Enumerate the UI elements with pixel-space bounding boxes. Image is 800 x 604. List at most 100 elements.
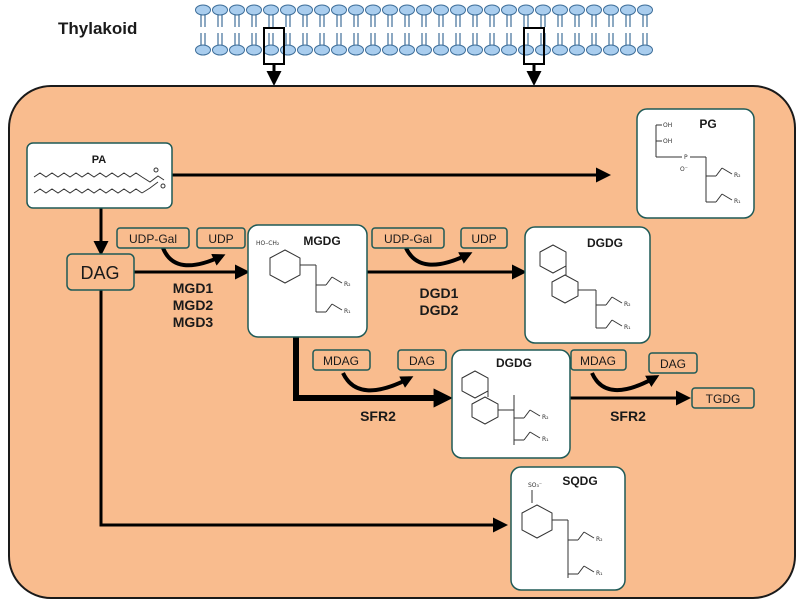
lipid-head-outer [348, 4, 364, 16]
cofactor-udp-gal-2: UDP-Gal [371, 227, 445, 249]
sqdg-r2: R₂ [596, 536, 603, 543]
arrow-mgdg-to-dgdg-sfr2 [293, 337, 453, 408]
lipid-head-inner [467, 44, 483, 56]
lipid-head-outer [195, 4, 211, 16]
cofactor-mdag-1-label: MDAG [323, 354, 359, 368]
dag-label: DAG [80, 263, 119, 283]
lipid-head-outer [365, 4, 381, 16]
lipid-head-inner [603, 44, 619, 56]
cofactor-udp-1: UDP [196, 227, 246, 249]
lipid-head-outer [535, 4, 551, 16]
lipid-head-inner [501, 44, 517, 56]
pathway-arrows [93, 167, 691, 533]
lipid-head-outer [280, 4, 296, 16]
lipid-head-inner [620, 44, 636, 56]
pg-oh-2: OH [663, 138, 672, 145]
lipid-head-outer [637, 4, 653, 16]
lipid-head-outer [501, 4, 517, 16]
cofactor-udp-2-label: UDP [471, 232, 496, 246]
lipid-head-inner [433, 44, 449, 56]
mgdg-r2: R₂ [344, 281, 351, 288]
lipid-head-inner [297, 44, 313, 56]
curve-mdag-to-dag-1 [341, 372, 414, 393]
lipid-head-inner [263, 44, 279, 56]
dgdg-mid-structure-icon: R₂ R₁ [461, 370, 549, 445]
mgdg-node: MGDG HO–CH₂ R₂ R₁ [247, 224, 368, 338]
tgdg-label: TGDG [706, 392, 741, 406]
lipid-head-outer [314, 4, 330, 16]
sqdg-node: SQDG SO₃⁻ R₂ R₁ [510, 466, 626, 591]
mgdg-ho-ch2: HO–CH₂ [256, 240, 280, 247]
mgdg-structure-icon: HO–CH₂ R₂ R₁ [256, 240, 351, 315]
lipid-head-outer [450, 4, 466, 16]
lipid-head-inner [382, 44, 398, 56]
mgdg-label: MGDG [303, 234, 340, 248]
arrow-dag-to-sqdg [99, 290, 508, 533]
lipid-head-outer [331, 4, 347, 16]
lipid-head-inner [365, 44, 381, 56]
lipid-head-inner [416, 44, 432, 56]
lipid-head-outer [229, 4, 245, 16]
lipid-head-inner [348, 44, 364, 56]
lipid-head-outer [484, 4, 500, 16]
lipid-head-outer [399, 4, 415, 16]
cofactor-udp-2: UDP [460, 227, 508, 249]
cofactor-udp-gal-1: UDP-Gal [116, 227, 190, 249]
dgdg-top-r2: R₂ [624, 301, 631, 308]
lipid-head-outer [382, 4, 398, 16]
pg-o-minus: O⁻ [680, 166, 688, 173]
pa-label: PA [92, 154, 107, 166]
cofactor-dag-2-label: DAG [660, 357, 686, 371]
cofactor-udp-1-label: UDP [208, 232, 233, 246]
lipid-head-inner [552, 44, 568, 56]
enzyme-sfr2-b: SFR2 [610, 408, 646, 424]
lipid-head-inner [229, 44, 245, 56]
lipid-head-inner [586, 44, 602, 56]
cofactor-udp-gal-2-label: UDP-Gal [384, 232, 432, 246]
lipid-head-inner [280, 44, 296, 56]
curve-udp-gal-to-udp-1 [161, 247, 226, 268]
lipid-head-inner [399, 44, 415, 56]
lipid-head-outer [416, 4, 432, 16]
cofactor-dag-2: DAG [648, 352, 698, 374]
enzyme-mgd3: MGD3 [173, 314, 214, 330]
enzyme-mgd2: MGD2 [173, 297, 214, 313]
pg-r2: R₂ [734, 172, 741, 179]
lipid-head-inner [518, 44, 534, 56]
lipid-head-inner [246, 44, 262, 56]
sqdg-label: SQDG [562, 474, 597, 488]
lipid-head-inner [484, 44, 500, 56]
enzyme-dgd2: DGD2 [420, 302, 459, 318]
cofactor-dag-1: DAG [397, 349, 447, 371]
lipid-head-inner [195, 44, 211, 56]
lipid-head-outer [586, 4, 602, 16]
dgdg-top-structure-icon: R₂ R₁ [539, 244, 631, 331]
tgdg-node: TGDG [691, 387, 755, 409]
sqdg-r1: R₁ [596, 570, 603, 577]
lipid-head-inner [450, 44, 466, 56]
lipid-head-outer [603, 4, 619, 16]
dgdg-mid-r1: R₁ [542, 436, 549, 443]
curve-udp-gal-to-udp-2 [404, 247, 473, 267]
pg-phosphorus: P [684, 154, 688, 161]
pg-node: PG OH OH P O⁻ R₂ R₁ [636, 108, 755, 219]
dgdg-top-r1: R₁ [624, 324, 631, 331]
cofactor-mdag-1: MDAG [312, 349, 371, 371]
cofactor-dag-1-label: DAG [409, 354, 435, 368]
pa-node: PA [26, 142, 173, 209]
lipid-head-outer [569, 4, 585, 16]
pa-structure-icon [33, 167, 166, 194]
mgdg-r1: R₁ [344, 308, 351, 315]
dgdg-top-node: DGDG R₂ R₁ [524, 226, 651, 344]
thylakoid-title: Thylakoid [58, 19, 137, 38]
dag-node: DAG [66, 253, 135, 291]
sqdg-structure-icon: SO₃⁻ R₂ R₁ [521, 482, 603, 578]
sqdg-so3: SO₃⁻ [528, 482, 542, 489]
cofactor-mdag-2: MDAG [570, 349, 627, 371]
pg-label: PG [699, 117, 716, 131]
lipid-head-outer [552, 4, 568, 16]
enzyme-dgd1: DGD1 [420, 285, 459, 301]
cofactor-mdag-2-label: MDAG [580, 354, 616, 368]
lipid-head-outer [433, 4, 449, 16]
lipid-head-outer [297, 4, 313, 16]
